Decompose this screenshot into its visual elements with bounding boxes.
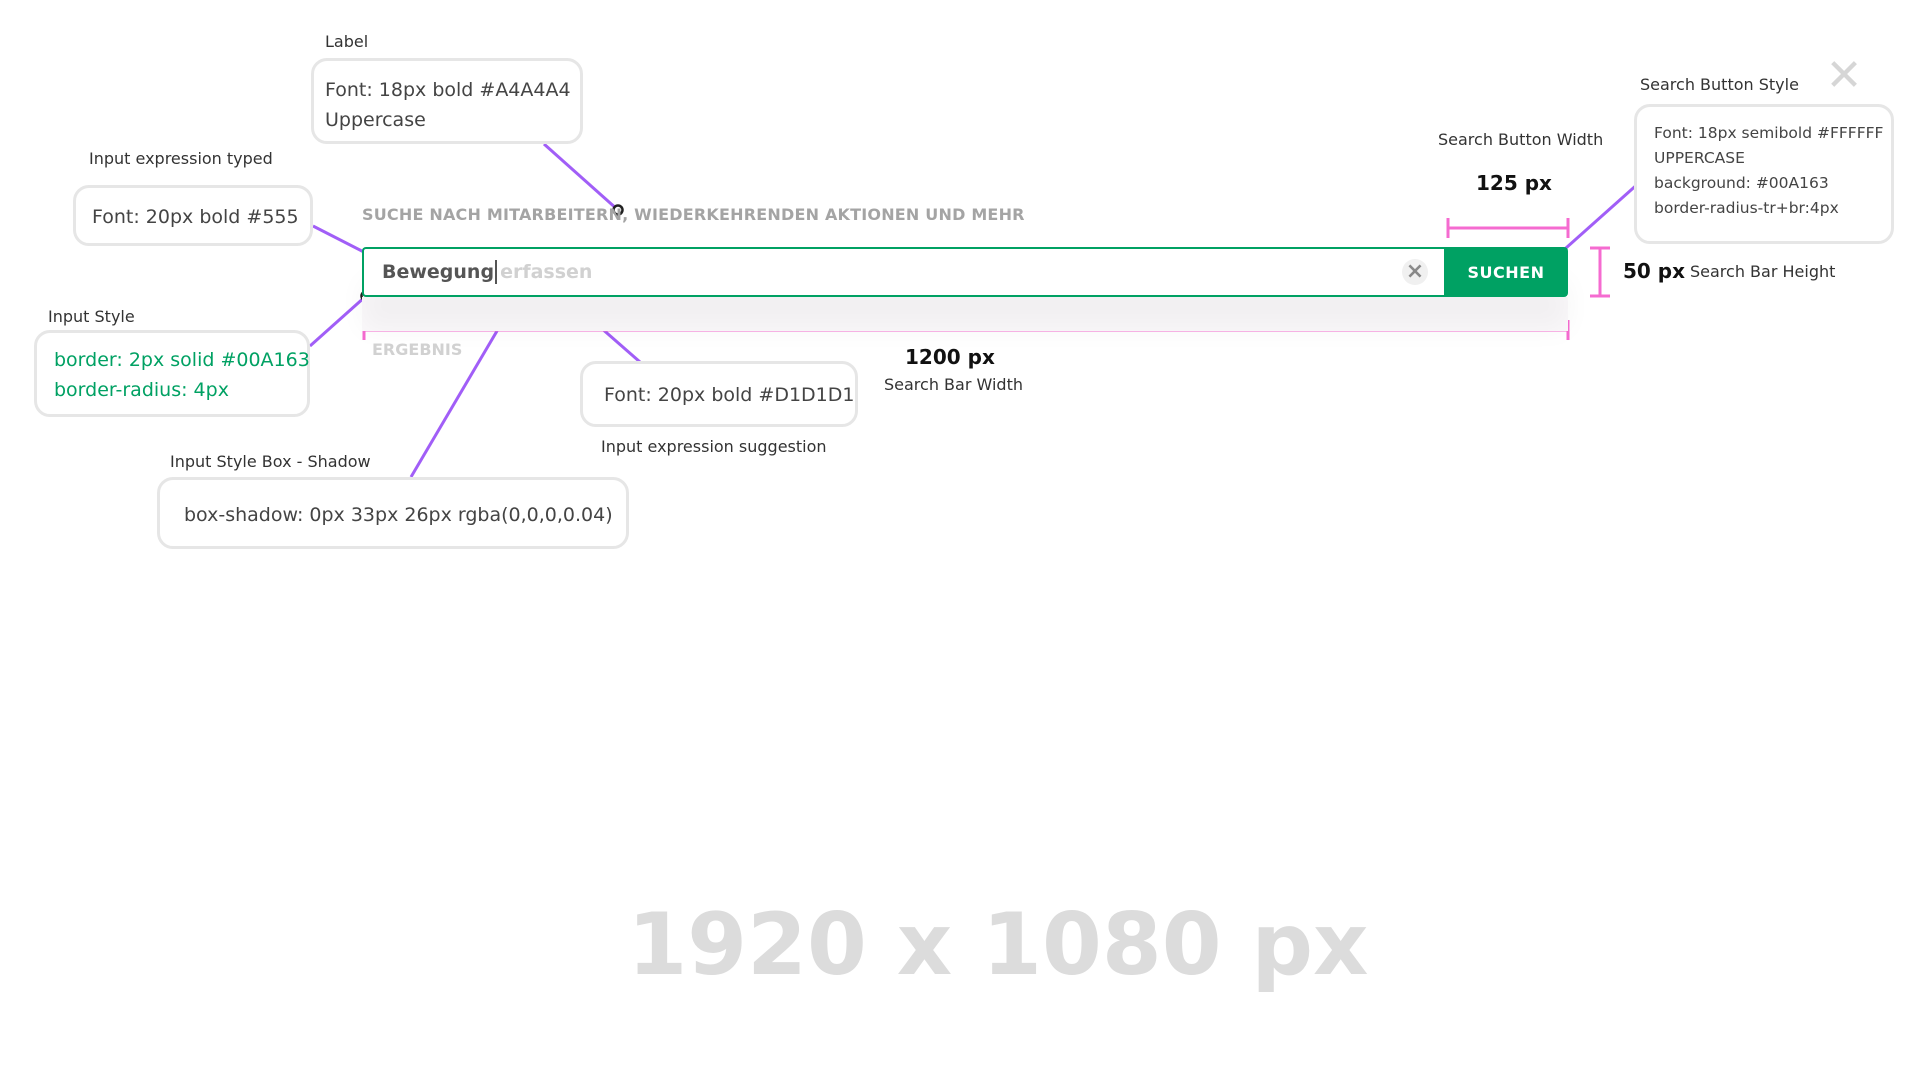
suggestion-annotation-caption: Input expression suggestion	[601, 437, 827, 456]
typed-annotation-box: Font: 20px bold #555	[73, 185, 313, 246]
button-style-annotation-box: Font: 18px semibold #FFFFFF UPPERCASE ba…	[1634, 104, 1894, 244]
clear-icon[interactable]: ×	[1402, 259, 1428, 285]
label-annotation-caption: Label	[325, 32, 369, 51]
bar-width-caption: Search Bar Width	[884, 375, 1023, 394]
suggestion-text: erfassen	[500, 261, 593, 283]
annotation-line: Font: 20px bold #D1D1D1	[604, 384, 855, 406]
search-bar: Bewegung erfassen × SUCHEN	[362, 247, 1568, 297]
shadow-annotation-box: box-shadow: 0px 33px 26px rgba(0,0,0,0.0…	[157, 477, 629, 549]
search-label: SUCHE NACH MITARBEITERN, WIEDERKEHRENDEN…	[362, 205, 1025, 224]
annotation-line: Uppercase	[325, 109, 426, 131]
search-button[interactable]: SUCHEN	[1444, 247, 1568, 297]
annotation-line: border-radius-tr+br:4px	[1654, 199, 1839, 217]
bar-width-value: 1200 px	[905, 345, 995, 369]
label-marker	[612, 204, 624, 216]
annotation-line: Font: 20px bold #555	[92, 206, 299, 228]
label-annotation-box: Font: 18px bold #A4A4A4 Uppercase	[311, 58, 583, 144]
input-style-connector	[309, 294, 367, 348]
annotation-line: background: #00A163	[1654, 174, 1829, 192]
button-style-annotation-caption: Search Button Style	[1640, 75, 1799, 94]
bar-height-caption: Search Bar Height	[1690, 262, 1836, 281]
annotation-line: box-shadow: 0px 33px 26px rgba(0,0,0,0.0…	[184, 504, 613, 526]
annotation-line: Font: 18px semibold #FFFFFF	[1654, 124, 1884, 142]
annotation-line: border: 2px solid #00A163	[54, 349, 310, 371]
canvas-size-label: 1920 x 1080 px	[627, 895, 1369, 995]
annotation-line: Font: 18px bold #A4A4A4	[325, 79, 571, 101]
shadow-connector	[409, 313, 509, 478]
button-style-connector	[1556, 180, 1641, 258]
annotation-line: border-radius: 4px	[54, 379, 229, 401]
text-caret	[495, 260, 498, 284]
result-label: ERGEBNIS	[372, 340, 463, 359]
button-width-value: 125 px	[1476, 171, 1552, 195]
typed-annotation-caption: Input expression typed	[89, 149, 273, 168]
search-input[interactable]: Bewegung erfassen ×	[362, 247, 1444, 297]
input-style-annotation-caption: Input Style	[48, 307, 135, 326]
input-style-annotation-box: border: 2px solid #00A163 border-radius:…	[34, 330, 310, 417]
shadow-annotation-caption: Input Style Box - Shadow	[170, 452, 371, 471]
label-connector	[543, 142, 619, 212]
bar-height-value: 50 px	[1623, 259, 1686, 283]
close-icon[interactable]: ✕	[1825, 50, 1863, 101]
button-width-caption: Search Button Width	[1438, 130, 1604, 149]
suggestion-annotation-box: Font: 20px bold #D1D1D1	[580, 361, 858, 427]
result-area	[362, 297, 1568, 331]
annotation-line: UPPERCASE	[1654, 149, 1745, 167]
typed-text: Bewegung	[382, 261, 495, 283]
